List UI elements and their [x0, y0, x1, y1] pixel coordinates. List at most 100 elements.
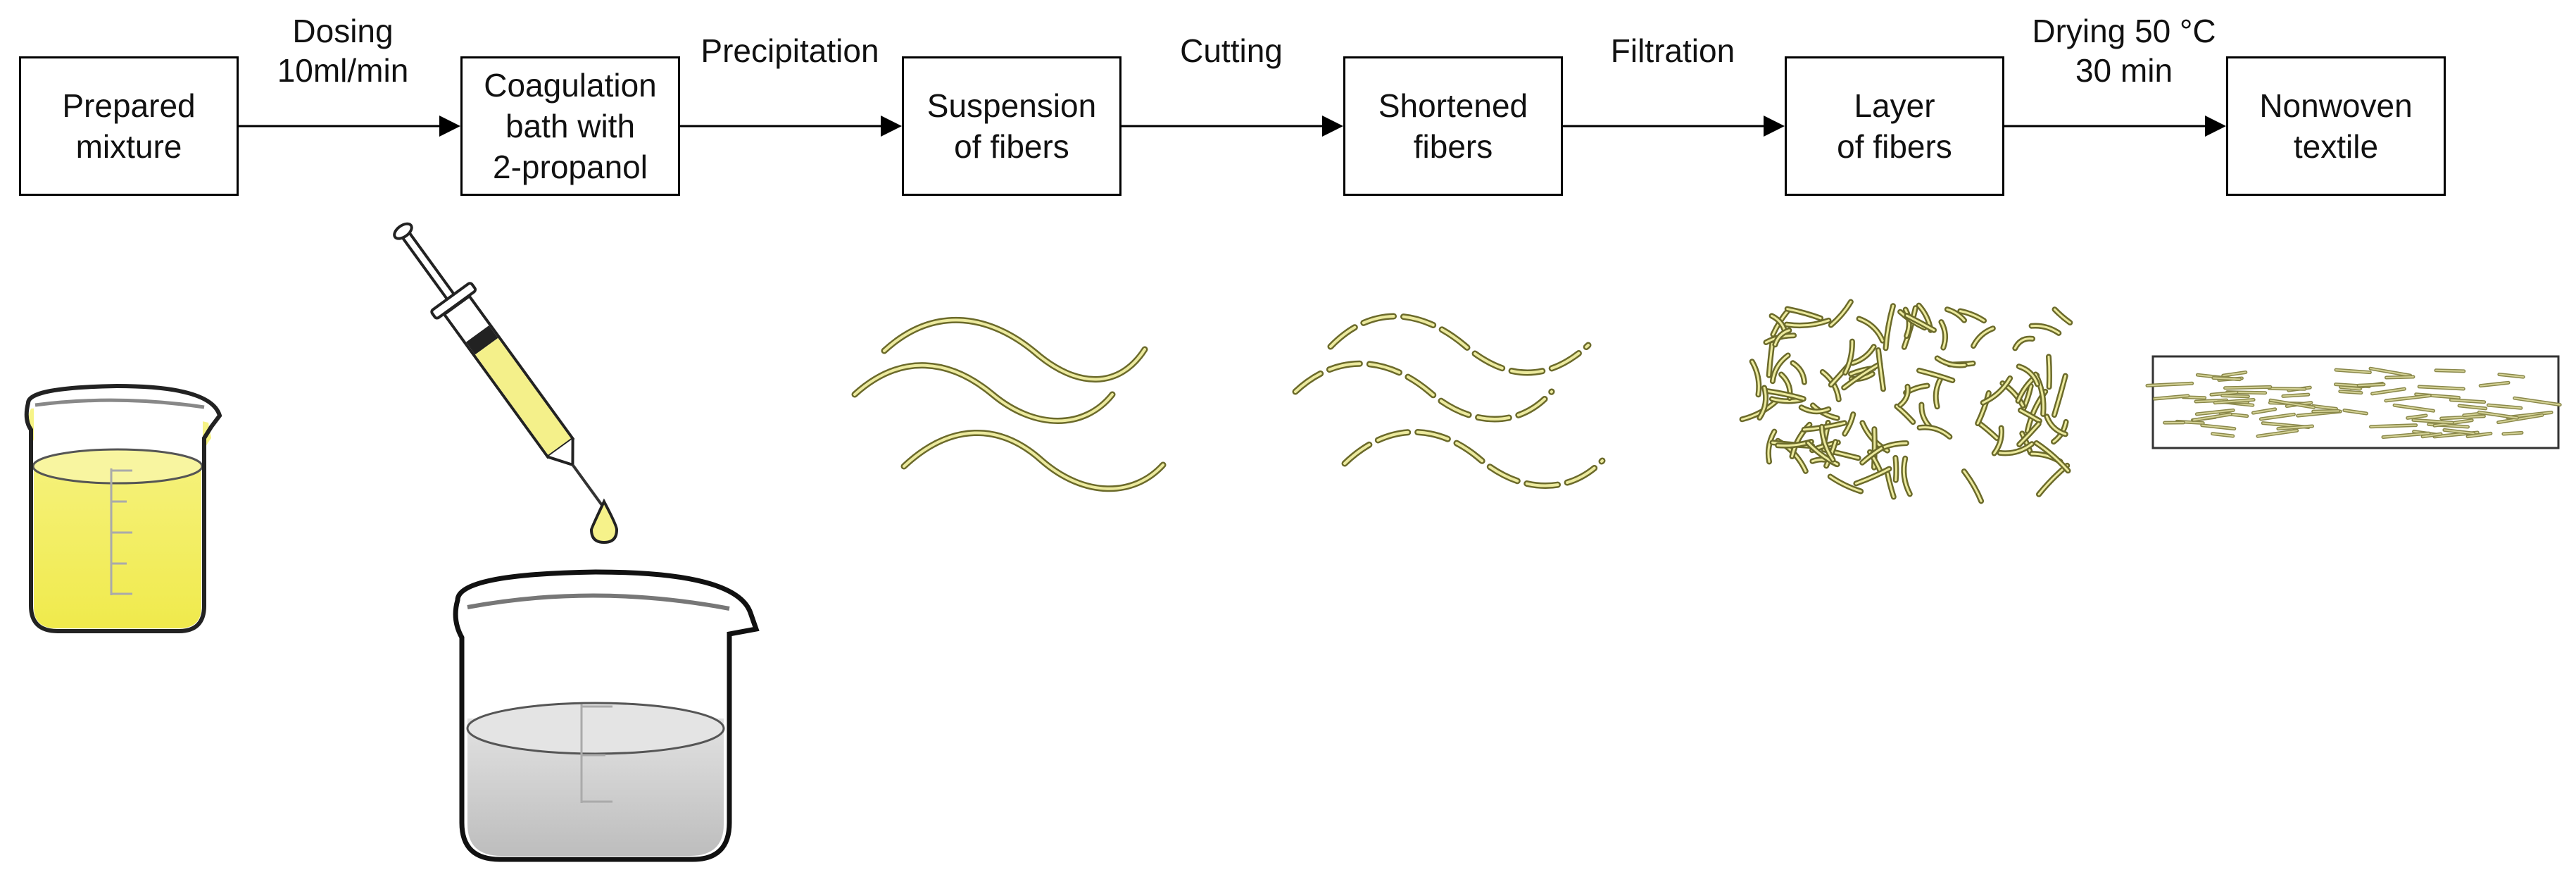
- sheet-fiber: [2412, 419, 2454, 423]
- sheet-fiber: [2406, 414, 2427, 419]
- fiber-segment: [1877, 349, 1885, 390]
- sheet-fiber: [2394, 404, 2434, 412]
- fiber-segment: [2054, 308, 2071, 324]
- sheet-fiber: [2214, 399, 2255, 404]
- fiber-layer-icon: [1739, 299, 2073, 504]
- fiber-segment: [1843, 413, 1854, 435]
- fiber-segment: [1773, 329, 1790, 346]
- fiber-segment: [1751, 360, 1760, 396]
- fiber-segment: [1861, 447, 1883, 464]
- arrow-drying: [2004, 116, 2226, 137]
- arrow-filtration: [1563, 116, 1785, 137]
- fiber-segment: [1895, 405, 1914, 423]
- fiber-segment: [1768, 342, 1773, 377]
- sheet-fiber: [2335, 369, 2371, 373]
- fiber-segment: [1980, 375, 2013, 406]
- step-coagulation-bath: Coagulation bath with 2-propanol: [460, 56, 680, 196]
- fiber-segment: [1829, 475, 1862, 492]
- sheet-fiber: [2339, 386, 2361, 390]
- fiber-segment: [2018, 365, 2039, 385]
- beaker-bath-icon: [453, 569, 760, 862]
- fiber-segment: [1758, 387, 1767, 419]
- sheet-fiber: [2257, 430, 2298, 437]
- fiber-segment: [1786, 308, 1822, 320]
- sheet-fiber: [2196, 409, 2235, 415]
- transition-dosing-label: Dosing 10ml/min: [277, 13, 409, 89]
- sheet-fiber: [2211, 433, 2234, 437]
- fiber-segment: [1918, 369, 1954, 382]
- sheet-fiber: [2154, 394, 2189, 400]
- transition-cutting-label: Cutting: [1180, 32, 1283, 69]
- flow-arrows: [239, 116, 2226, 137]
- fiber-segment: [1902, 457, 1911, 495]
- fiber-segment: [1940, 321, 1947, 349]
- sheet-fiber: [2201, 424, 2235, 430]
- fiber-segment: [1844, 340, 1854, 374]
- fiber-segment: [1767, 430, 1776, 463]
- fiber-segment: [1830, 301, 1852, 326]
- sheet-fiber: [2450, 399, 2485, 403]
- sheet-fiber: [2358, 383, 2385, 387]
- sheet-fiber: [2370, 368, 2411, 377]
- fiber-segment: [1849, 344, 1877, 366]
- short-fiber-icon: [1292, 313, 1606, 489]
- sheet-fiber: [2260, 413, 2295, 420]
- fiber-segment: [1785, 319, 1830, 327]
- arrow-precipitation: [680, 116, 902, 137]
- fiber-segment: [2021, 432, 2032, 454]
- fiber-segment: [2019, 409, 2041, 422]
- fiber-wave-icon: [851, 316, 1167, 492]
- sheet-fiber: [2497, 414, 2543, 423]
- transition-precipitation-label: Precipitation: [700, 32, 879, 69]
- fiber-segment: [1792, 361, 1806, 384]
- sheet-fiber: [2370, 424, 2417, 428]
- fiber-segment: [1854, 468, 1890, 485]
- sheet-fiber: [2458, 404, 2487, 409]
- sheet-fiber: [2147, 382, 2193, 387]
- sheet-fiber: [2343, 409, 2368, 414]
- sheet-fiber: [2480, 382, 2509, 387]
- sheet-fiber: [2443, 429, 2475, 435]
- step-suspension-of-fibers: Suspension of fibers: [902, 56, 1121, 196]
- step-shortened-fibers: Shortened fibers: [1343, 56, 1563, 196]
- arrow-dosing: [239, 116, 460, 137]
- arrow-cutting: [1121, 116, 1343, 137]
- sheet-fiber: [2268, 387, 2306, 390]
- fiber-segment: [2037, 464, 2068, 496]
- sheet-fiber: [2502, 432, 2522, 435]
- sheet-fiber: [2385, 394, 2431, 402]
- fiber-segment: [1946, 308, 1966, 322]
- fiber-segment: [1842, 363, 1881, 389]
- fiber-segment: [1971, 325, 1996, 349]
- fiber-segment: [1976, 392, 1990, 425]
- fiber-segment: [1920, 404, 1930, 428]
- sheet-fiber: [2382, 433, 2430, 438]
- sheet-fiber: [2252, 408, 2276, 414]
- fiber-segment: [1899, 385, 1909, 406]
- sheet-fiber: [2498, 373, 2525, 378]
- sheet-fiber: [2487, 404, 2522, 409]
- fiber-segment: [1918, 426, 1951, 438]
- sheet-fiber: [2513, 397, 2561, 406]
- fiber-segment: [1771, 354, 1790, 382]
- sheet-fiber: [2385, 376, 2414, 378]
- fiber-segment: [1807, 442, 1839, 466]
- step-layer-of-fibers: Layer of fibers: [1785, 56, 2004, 196]
- fiber-segment: [1904, 309, 1911, 337]
- sheet-fiber: [2195, 399, 2228, 402]
- fiber-segment: [1858, 318, 1884, 342]
- sheet-fiber: [2221, 394, 2249, 397]
- sheet-fiber: [2277, 425, 2313, 430]
- fiber-segment: [1906, 314, 1935, 332]
- nonwoven-sheet-icon: [2145, 355, 2562, 449]
- fiber-segment: [2018, 423, 2040, 446]
- fiber-segment: [1978, 422, 1998, 440]
- sheet-fiber: [2371, 388, 2406, 394]
- fiber-segment: [2013, 337, 2034, 349]
- fiber-segment: [1982, 377, 2011, 404]
- fiber-segment: [1885, 304, 1895, 349]
- sheet-fiber: [2418, 385, 2465, 390]
- fiber-segment: [1935, 377, 1942, 408]
- sheet-fiber: [2467, 433, 2492, 437]
